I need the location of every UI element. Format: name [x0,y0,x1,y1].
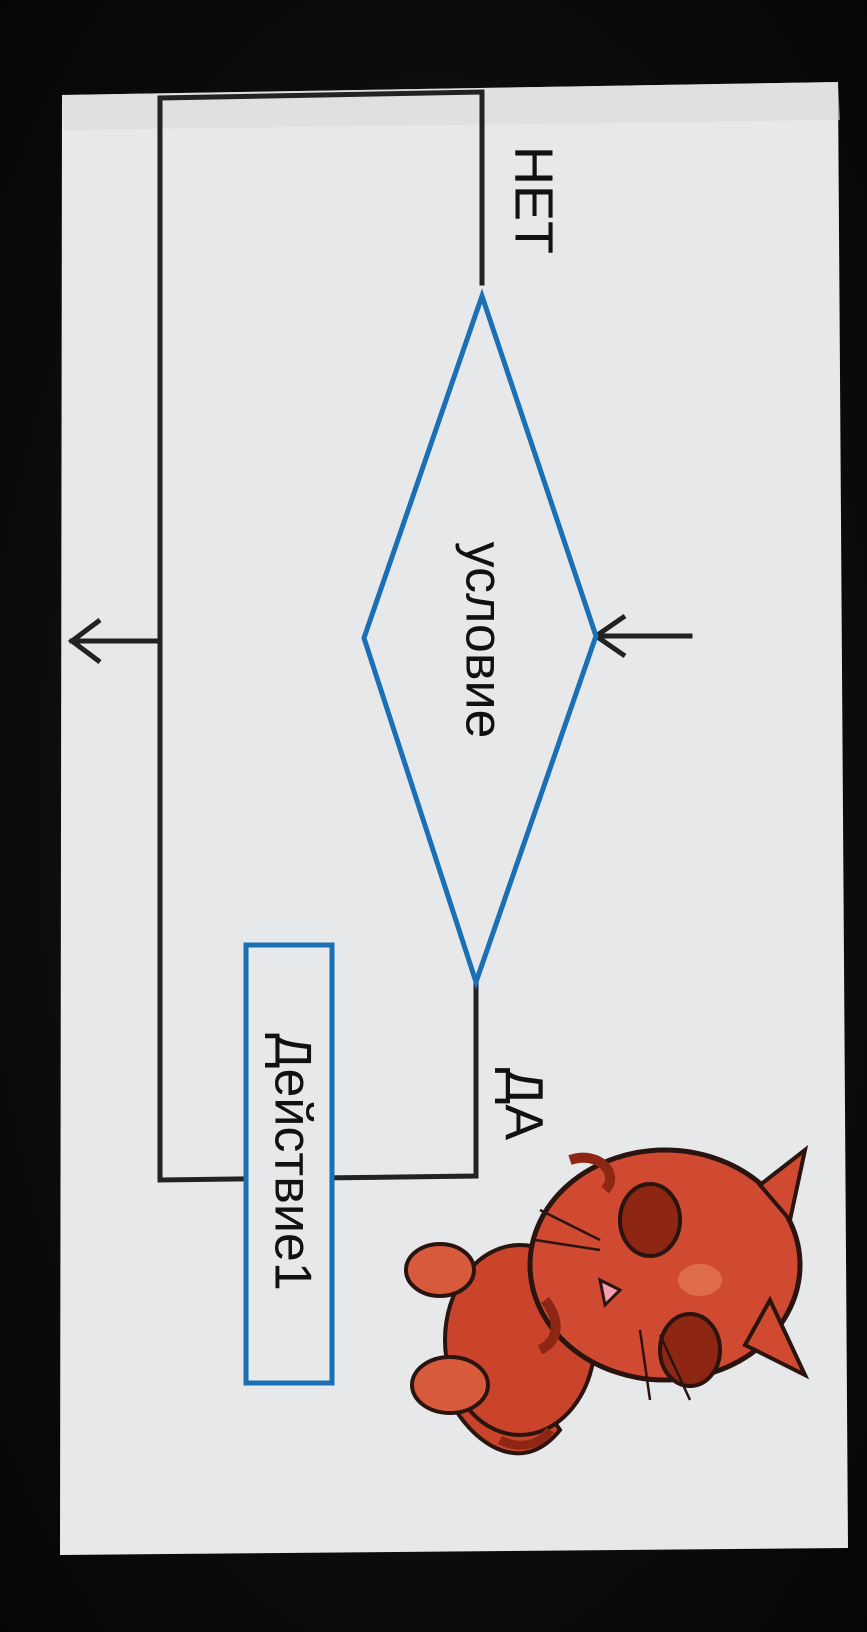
cat-ear-top [757,1145,809,1225]
cat-eye-bottom [658,1312,722,1388]
condition-diamond [361,288,599,990]
action-label: Действие1 [263,1033,321,1291]
cat-eye-top [618,1182,682,1258]
cat-head [527,1147,803,1383]
action-box [243,942,335,1386]
cat-nose [597,1277,623,1309]
cat-ear-bottom [742,1295,810,1380]
cat-stripe-2 [537,1297,561,1355]
cat-paw-top [404,1242,476,1298]
cat-stripe-1 [568,1152,615,1194]
cat-cheek [678,1264,722,1296]
cat-whiskers [534,1208,692,1401]
no-branch-label: НЕТ [504,146,564,254]
cat-stripe-3 [497,1427,554,1450]
connector-lines [69,89,693,1183]
yes-branch-label: ДА [494,1068,554,1141]
cat-paw-bottom [410,1355,490,1415]
condition-label: условие [454,542,512,739]
exit-arrow-icon [67,618,102,664]
cat-illustration [404,1145,810,1456]
